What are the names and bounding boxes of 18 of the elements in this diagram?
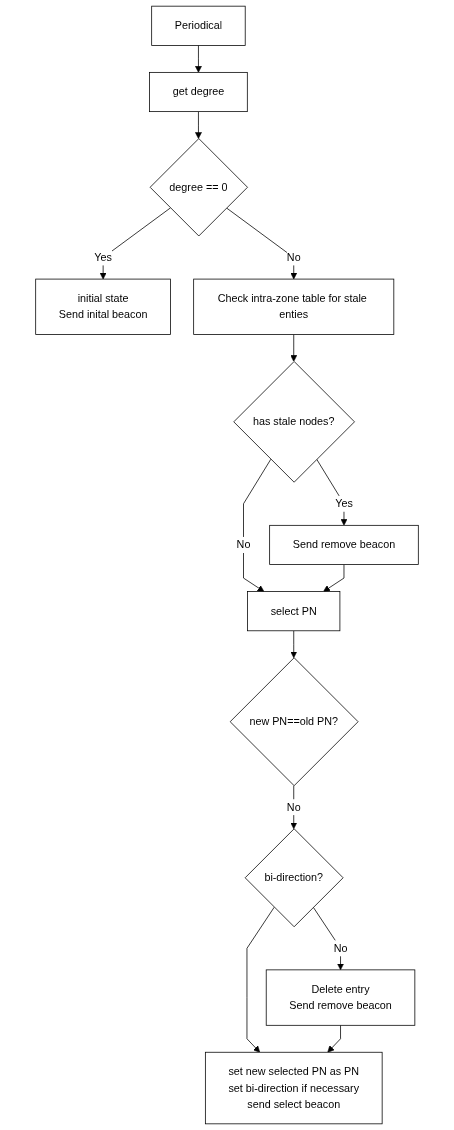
node-box: Delete entry Send remove beacon (265, 969, 416, 1026)
edge-label: No (333, 941, 348, 955)
node-diamond: bi-direction? (244, 828, 344, 928)
edge-label: Yes (94, 250, 112, 264)
node-diamond: new PN==old PN? (229, 657, 359, 787)
node-box: get degree (149, 72, 248, 112)
node-box: Check intra-zone table for stale enties (193, 278, 395, 335)
node-box: set new selected PN as PN set bi-direction if necessary send select beacon (204, 1051, 383, 1125)
edge-label: No (236, 538, 251, 551)
node-box: Send remove beacon (269, 524, 419, 565)
edge-label: Yes (335, 497, 353, 510)
node-diamond: has stale nodes? (233, 361, 355, 483)
node-box: initial state Send inital beacon (35, 278, 171, 335)
node-diamond: degree == 0 (149, 138, 248, 237)
edge-label: No (286, 250, 301, 264)
node-box: select PN (247, 591, 341, 632)
node-box: Periodical (151, 5, 246, 46)
edge-label: No (286, 800, 301, 813)
